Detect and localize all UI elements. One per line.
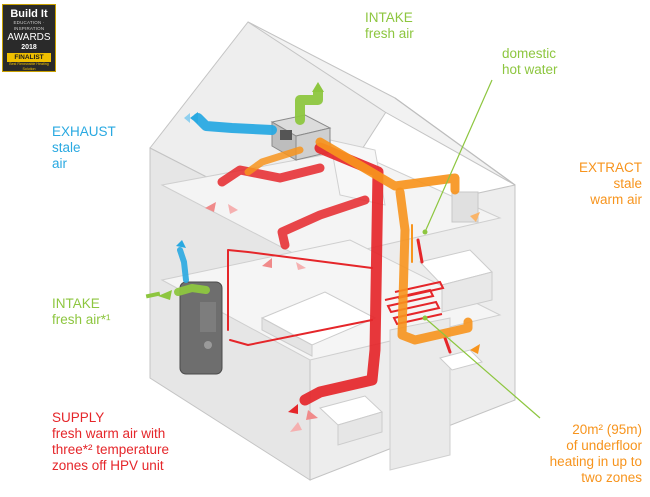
- supply-pipe-side-2: [229, 319, 373, 346]
- hot-water-pipe: [416, 238, 424, 264]
- label-exhaust: EXHAUST stale air: [52, 124, 116, 172]
- intake-side-arrow-icon: [158, 290, 172, 300]
- upper-floor-slab: [160, 149, 502, 263]
- exhaust-side-arrow-icon: [176, 240, 186, 248]
- label-supply: SUPPLY fresh warm air with three*² tempe…: [52, 410, 169, 474]
- label-intake-side-line2: fresh air*¹: [52, 312, 111, 327]
- extract-arrow-icon: [470, 344, 480, 354]
- underfloor-leader: [424, 317, 541, 419]
- label-extract-line3: warm air: [590, 192, 642, 207]
- airflow-arrows: [145, 82, 480, 432]
- exhaust-arrow-icon: [190, 112, 198, 124]
- intake-duct: [174, 87, 323, 296]
- supply-arrow-icon-7: [290, 422, 302, 432]
- label-supply-line2: fresh warm air with: [52, 426, 166, 441]
- badge-line-5: FINALIST: [7, 53, 51, 62]
- label-supply-line1: SUPPLY: [52, 410, 105, 425]
- supply-branch-mid: [277, 195, 370, 250]
- badge-line-1: Build It: [10, 8, 48, 20]
- dhw-leader: [424, 79, 493, 233]
- bath-side: [441, 271, 493, 313]
- label-intake-side: INTAKE fresh air*¹: [52, 296, 111, 328]
- label-intake-top: INTAKE fresh air: [365, 10, 414, 42]
- label-underfloor-line3: heating in up to: [549, 454, 642, 469]
- label-exhaust-line1: EXHAUST: [52, 124, 116, 139]
- underfloor-leader-dot: [422, 315, 428, 321]
- extract-main: [315, 137, 460, 195]
- supply-arrow-icon-2: [228, 204, 238, 214]
- supply-arrow-icon-6: [306, 410, 318, 420]
- supply-arrow-icon-3: [262, 258, 272, 268]
- intake-arrow-icon: [312, 82, 324, 92]
- side-unit: [179, 281, 223, 375]
- exhaust-main: [193, 113, 277, 135]
- badge-line-4: 2018: [21, 44, 37, 51]
- label-dhw: domestic hot water: [502, 46, 558, 78]
- award-badge: Build It EDUCATION · INSPIRATION AWARDS …: [2, 4, 56, 72]
- side-unit-gauge-icon: [204, 341, 212, 349]
- side-unit-panel: [200, 302, 216, 332]
- hpv-display-icon: [280, 130, 292, 140]
- underfloor-heating: [384, 280, 445, 326]
- supply-arrow-icon-5: [288, 404, 298, 414]
- label-exhaust-line3: air: [52, 156, 68, 171]
- label-underfloor-line1: 20m² (95m): [572, 422, 642, 437]
- intake-side: [174, 284, 210, 296]
- dhw-leader-dot: [422, 229, 428, 235]
- exhaust-arrow-icon-2: [184, 113, 190, 123]
- extract-ducts: [244, 137, 473, 345]
- hot-water-pipe-2: [443, 336, 452, 354]
- extract-riser: [395, 187, 473, 345]
- badge-line-3: AWARDS: [7, 32, 51, 43]
- badge-line-2: EDUCATION · INSPIRATION: [13, 20, 45, 31]
- exhaust-side: [177, 247, 189, 283]
- gable-outline: [394, 97, 516, 186]
- label-intake-top-line2: fresh air: [365, 26, 414, 41]
- label-extract-line1: EXTRACT: [578, 160, 642, 175]
- supply-branch-upper-left: [217, 163, 325, 187]
- label-dhw-line1: domestic: [502, 46, 557, 61]
- label-intake-top-line1: INTAKE: [365, 10, 413, 25]
- ground-box: [439, 349, 483, 371]
- label-underfloor-line4: two zones: [581, 470, 642, 485]
- extract-arrow-icon-2: [470, 212, 480, 222]
- supply-arrow-icon-4: [296, 262, 306, 270]
- label-supply-line4: zones off HPV unit: [52, 458, 164, 473]
- label-intake-side-line1: INTAKE: [52, 296, 100, 311]
- intake-main: [295, 87, 323, 125]
- exhaust-duct: [177, 113, 277, 283]
- furniture: [260, 191, 493, 446]
- label-extract-line2: stale: [613, 176, 642, 191]
- label-underfloor: 20m² (95m) of underfloor heating in up t…: [550, 422, 642, 486]
- leader-lines: [424, 79, 541, 419]
- label-extract: EXTRACT stale warm air: [579, 160, 642, 208]
- label-exhaust-line2: stale: [52, 140, 81, 155]
- supply-arrow-icon: [205, 202, 216, 212]
- kitchen-unit-side: [337, 411, 383, 446]
- supply-pipe-side: [227, 249, 373, 331]
- label-dhw-line2: hot water: [502, 62, 558, 77]
- label-underfloor-line2: of underfloor: [566, 438, 642, 453]
- label-supply-line3: three*² temperature: [52, 442, 170, 457]
- badge-line-6: Best Renewable Heating Solution: [9, 62, 49, 71]
- extract-branch-left: [244, 146, 304, 176]
